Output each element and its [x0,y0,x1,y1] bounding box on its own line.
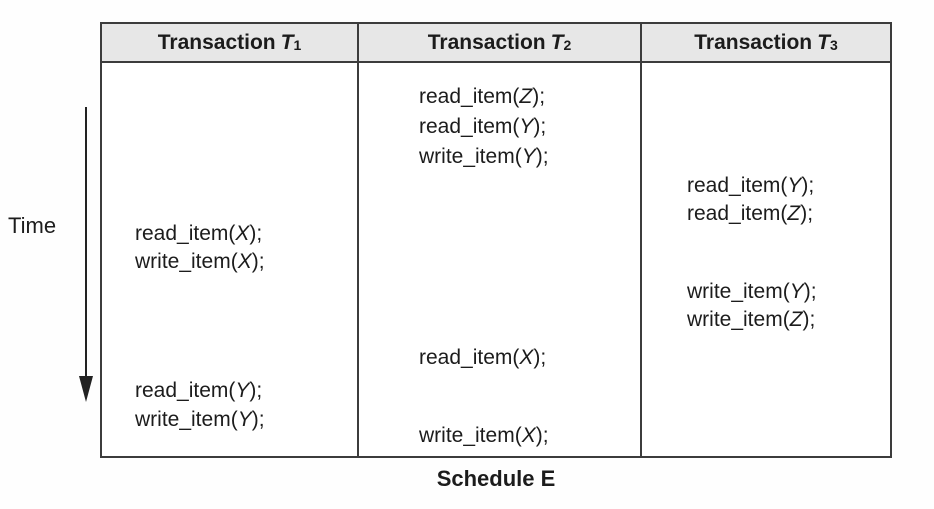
operation: write_item(Y); [419,145,549,168]
operation: write_item(Y); [687,280,817,303]
time-arrow-down-icon [79,376,93,402]
operation: write_item(X); [135,250,265,273]
operation: write_item(Z); [687,308,816,331]
operation: read_item(X); [135,222,263,245]
operation: write_item(Y); [135,408,265,431]
operation: write_item(X); [419,424,549,447]
time-arrow-line [85,107,87,377]
figure-caption: Schedule E [436,466,556,491]
time-axis-label: Time [8,213,57,238]
column-t1-operations: read_item(X); write_item(X); read_item(Y);… [102,63,357,456]
operation: read_item(X); [419,346,547,369]
operation: read_item(Y); [687,174,815,197]
operation: read_item(Y); [135,379,263,402]
table-body: read_item(X); write_item(X); read_item(Y);… [102,63,890,456]
operation: read_item(Z); [687,202,814,225]
column-t2-operations: read_item(Z); read_item(Y); write_item(Y);… [357,63,640,456]
operation: read_item(Y); [419,115,547,138]
operation: read_item(Z); [419,85,546,108]
column-t3-operations: read_item(Y); read_item(Z); write_item(Y);… [640,63,890,456]
